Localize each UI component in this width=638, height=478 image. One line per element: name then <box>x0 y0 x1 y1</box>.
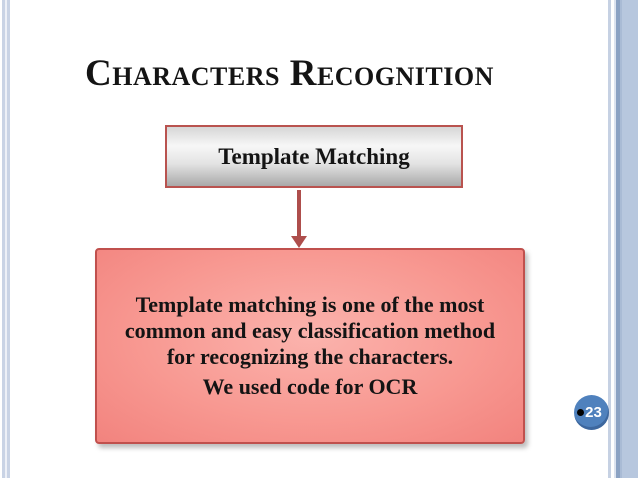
slide-number-badge: 23 <box>574 395 609 430</box>
left-edge-stripe <box>7 0 10 478</box>
left-edge-stripe <box>2 0 5 478</box>
right-edge-stripe <box>620 0 622 478</box>
right-edge-stripe <box>616 0 620 478</box>
connector-arrow-line <box>297 190 301 236</box>
description-second-paragraph: We used code for OCR <box>202 374 418 399</box>
right-edge-stripe <box>614 0 616 478</box>
description-line: common and easy classification method <box>124 318 496 343</box>
flow-step-label: Template Matching <box>218 143 410 169</box>
description-line: Template matching is one of the most <box>135 292 485 317</box>
slide-number: 23 <box>585 404 602 421</box>
description-box: Template matching is one of the most com… <box>95 248 525 444</box>
bullet-dot-icon <box>577 409 585 416</box>
description-line: for recognizing the characters. <box>166 344 454 369</box>
connector-arrow-head-icon <box>291 236 307 248</box>
right-edge-stripe <box>622 0 638 478</box>
slide-title: Characters Recognition <box>85 53 494 94</box>
right-edge-stripe <box>608 0 611 478</box>
flow-step-box: Template Matching <box>165 125 463 188</box>
left-edge-stripe <box>5 0 7 478</box>
